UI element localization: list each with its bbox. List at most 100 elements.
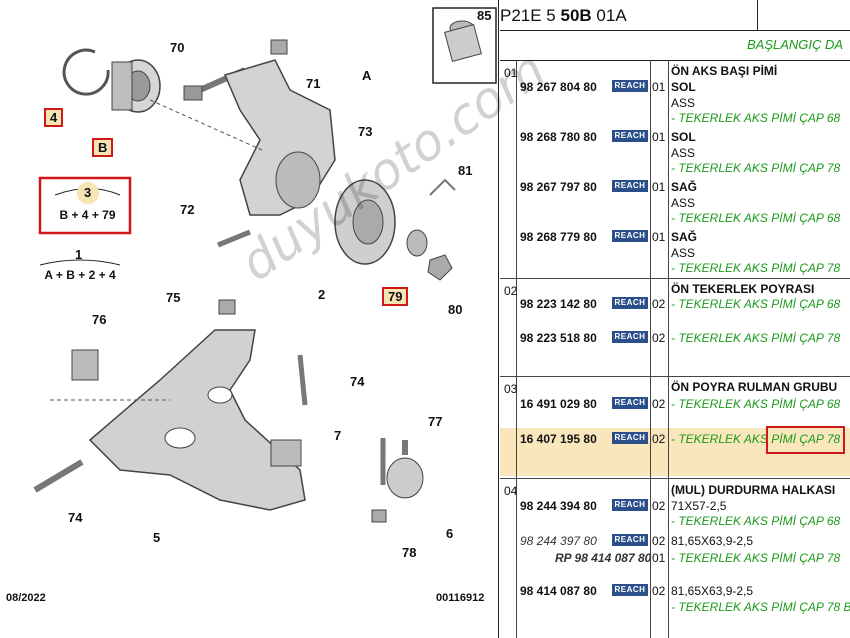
section-01-title: ÖN AKS BAŞI PİMİ: [671, 64, 778, 78]
fitment: - TEKERLEK AKS PİMİ ÇAP 68: [671, 211, 841, 225]
part-number: 98 244 397 80: [520, 534, 597, 548]
section-01-number: 01: [504, 66, 518, 80]
reach-badge: REACH: [612, 297, 648, 309]
callout-77: 77: [428, 414, 443, 429]
note: ASS: [671, 246, 696, 260]
reach-badge: REACH: [612, 584, 648, 596]
washer-79-icon: [406, 229, 428, 257]
bearing-icon: [111, 59, 161, 113]
quantity: 02: [652, 499, 666, 513]
catalog-code: P21E 5 50B 01A: [500, 6, 627, 25]
rivet-nut-icon: [444, 20, 482, 62]
callout-85: 85: [477, 8, 492, 23]
section-03-number: 03: [504, 382, 518, 396]
nut-71-icon: [270, 39, 288, 55]
dimension: 81,65X63,9-2,5: [671, 534, 754, 548]
diagram-date: 08/2022: [6, 592, 46, 604]
bolt-72-icon: [217, 229, 251, 248]
callout-4: 4: [44, 108, 64, 127]
bushing-76-icon: [71, 349, 99, 381]
quantity: 02: [652, 397, 666, 411]
fitment: - TEKERLEK AKS PİMİ ÇAP 78: [671, 161, 841, 175]
reach-badge: REACH: [612, 331, 648, 343]
side: SOL: [671, 130, 696, 144]
side: SOL: [671, 80, 696, 94]
nut-75-icon: [218, 299, 236, 315]
dimension: 71X57-2,5: [671, 499, 727, 513]
callout-7: 7: [334, 428, 342, 443]
part-number: 98 267 797 80: [520, 180, 597, 194]
quantity: 02: [652, 584, 666, 598]
part-number: 16 407 195 80: [520, 432, 597, 446]
fitment: - TEKERLEK AKS PİMİ ÇAP 68: [671, 397, 841, 411]
part-number: RP 98 414 087 80: [555, 551, 652, 565]
fitment-highlight-box: [766, 426, 845, 454]
callout-74b: 74: [68, 510, 83, 525]
fitment: - TEKERLEK AKS PİMİ ÇAP 78 B: [671, 600, 850, 614]
reach-badge: REACH: [612, 397, 648, 409]
callout-B: B: [92, 138, 114, 157]
reach-badge: REACH: [612, 534, 648, 546]
fitment: - TEKERLEK AKS PİMİ ÇAP 78: [671, 261, 841, 275]
callout-74a: 74: [350, 374, 365, 389]
bolt-74b-icon: [33, 459, 84, 493]
callout-71: 71: [306, 76, 321, 91]
callout-73: 73: [358, 124, 373, 139]
part-number: 98 414 087 80: [520, 584, 597, 598]
snap-ring-icon: [62, 48, 110, 96]
note: ASS: [671, 96, 696, 110]
ball-joint-icon: [386, 440, 424, 499]
part-number: 98 244 394 80: [520, 499, 597, 513]
start-label: BAŞLANGIÇ DA: [747, 37, 844, 52]
dimension: 81,65X63,9-2,5: [671, 584, 754, 598]
part-number: 98 223 142 80: [520, 297, 597, 311]
quantity: 02: [652, 432, 666, 446]
callout-A: A: [362, 68, 372, 83]
start-banner: BAŞLANGIÇ DA: [500, 30, 850, 61]
formula-3-highlight: [38, 176, 132, 235]
callout-76: 76: [92, 312, 107, 327]
section-04-title: (MUL) DURDURMA HALKASI: [671, 483, 836, 497]
callout-80: 80: [448, 302, 463, 317]
callout-72: 72: [180, 202, 195, 217]
suspension-illustration: [33, 7, 497, 523]
callout-81: 81: [458, 163, 473, 178]
reach-badge: REACH: [612, 230, 648, 242]
callout-75: 75: [166, 290, 181, 305]
nut-78-icon: [371, 509, 387, 523]
callout-78: 78: [402, 545, 417, 560]
diagram-doc-number: 00116912: [436, 592, 485, 604]
hub-nut-80-icon: [427, 254, 453, 281]
part-number: 98 267 804 80: [520, 80, 597, 94]
callout-3: 3: [84, 185, 92, 200]
note: ASS: [671, 196, 696, 210]
quantity: 02: [652, 331, 666, 345]
section-02-title: ÖN TEKERLEK POYRASI: [671, 282, 815, 296]
reach-badge: REACH: [612, 432, 648, 444]
callout-1: 1: [75, 247, 83, 262]
quantity: 01: [652, 180, 666, 194]
formula-1: A + B + 2 + 4: [44, 268, 116, 282]
catalog-header: P21E 5 50B 01A: [500, 0, 850, 31]
part-number: 98 268 780 80: [520, 130, 597, 144]
reach-badge: REACH: [612, 499, 648, 511]
part-number: 16 491 029 80: [520, 397, 597, 411]
fitment: - TEKERLEK AKS PİMİ ÇAP 78: [671, 551, 841, 565]
part-number: 98 268 779 80: [520, 230, 597, 244]
quantity: 01: [652, 551, 666, 565]
callout-70: 70: [170, 40, 185, 55]
quantity: 01: [652, 230, 666, 244]
reach-badge: REACH: [612, 130, 648, 142]
callout-79: 79: [382, 287, 409, 306]
wheel-hub-icon: [334, 179, 396, 265]
formula-3: B + 4 + 79: [59, 208, 116, 222]
bushing-7-icon: [270, 439, 302, 467]
note: ASS: [671, 146, 696, 160]
split-pin-icon: [429, 178, 456, 196]
fitment: - TEKERLEK AKS PİMİ ÇAP 78: [671, 331, 841, 345]
callout-5: 5: [153, 530, 161, 545]
fitment: - TEKERLEK AKS PİMİ ÇAP 68: [671, 297, 841, 311]
control-arm-icon: [88, 329, 306, 511]
section-04-number: 04: [504, 484, 518, 498]
side: SAĞ: [671, 230, 698, 244]
